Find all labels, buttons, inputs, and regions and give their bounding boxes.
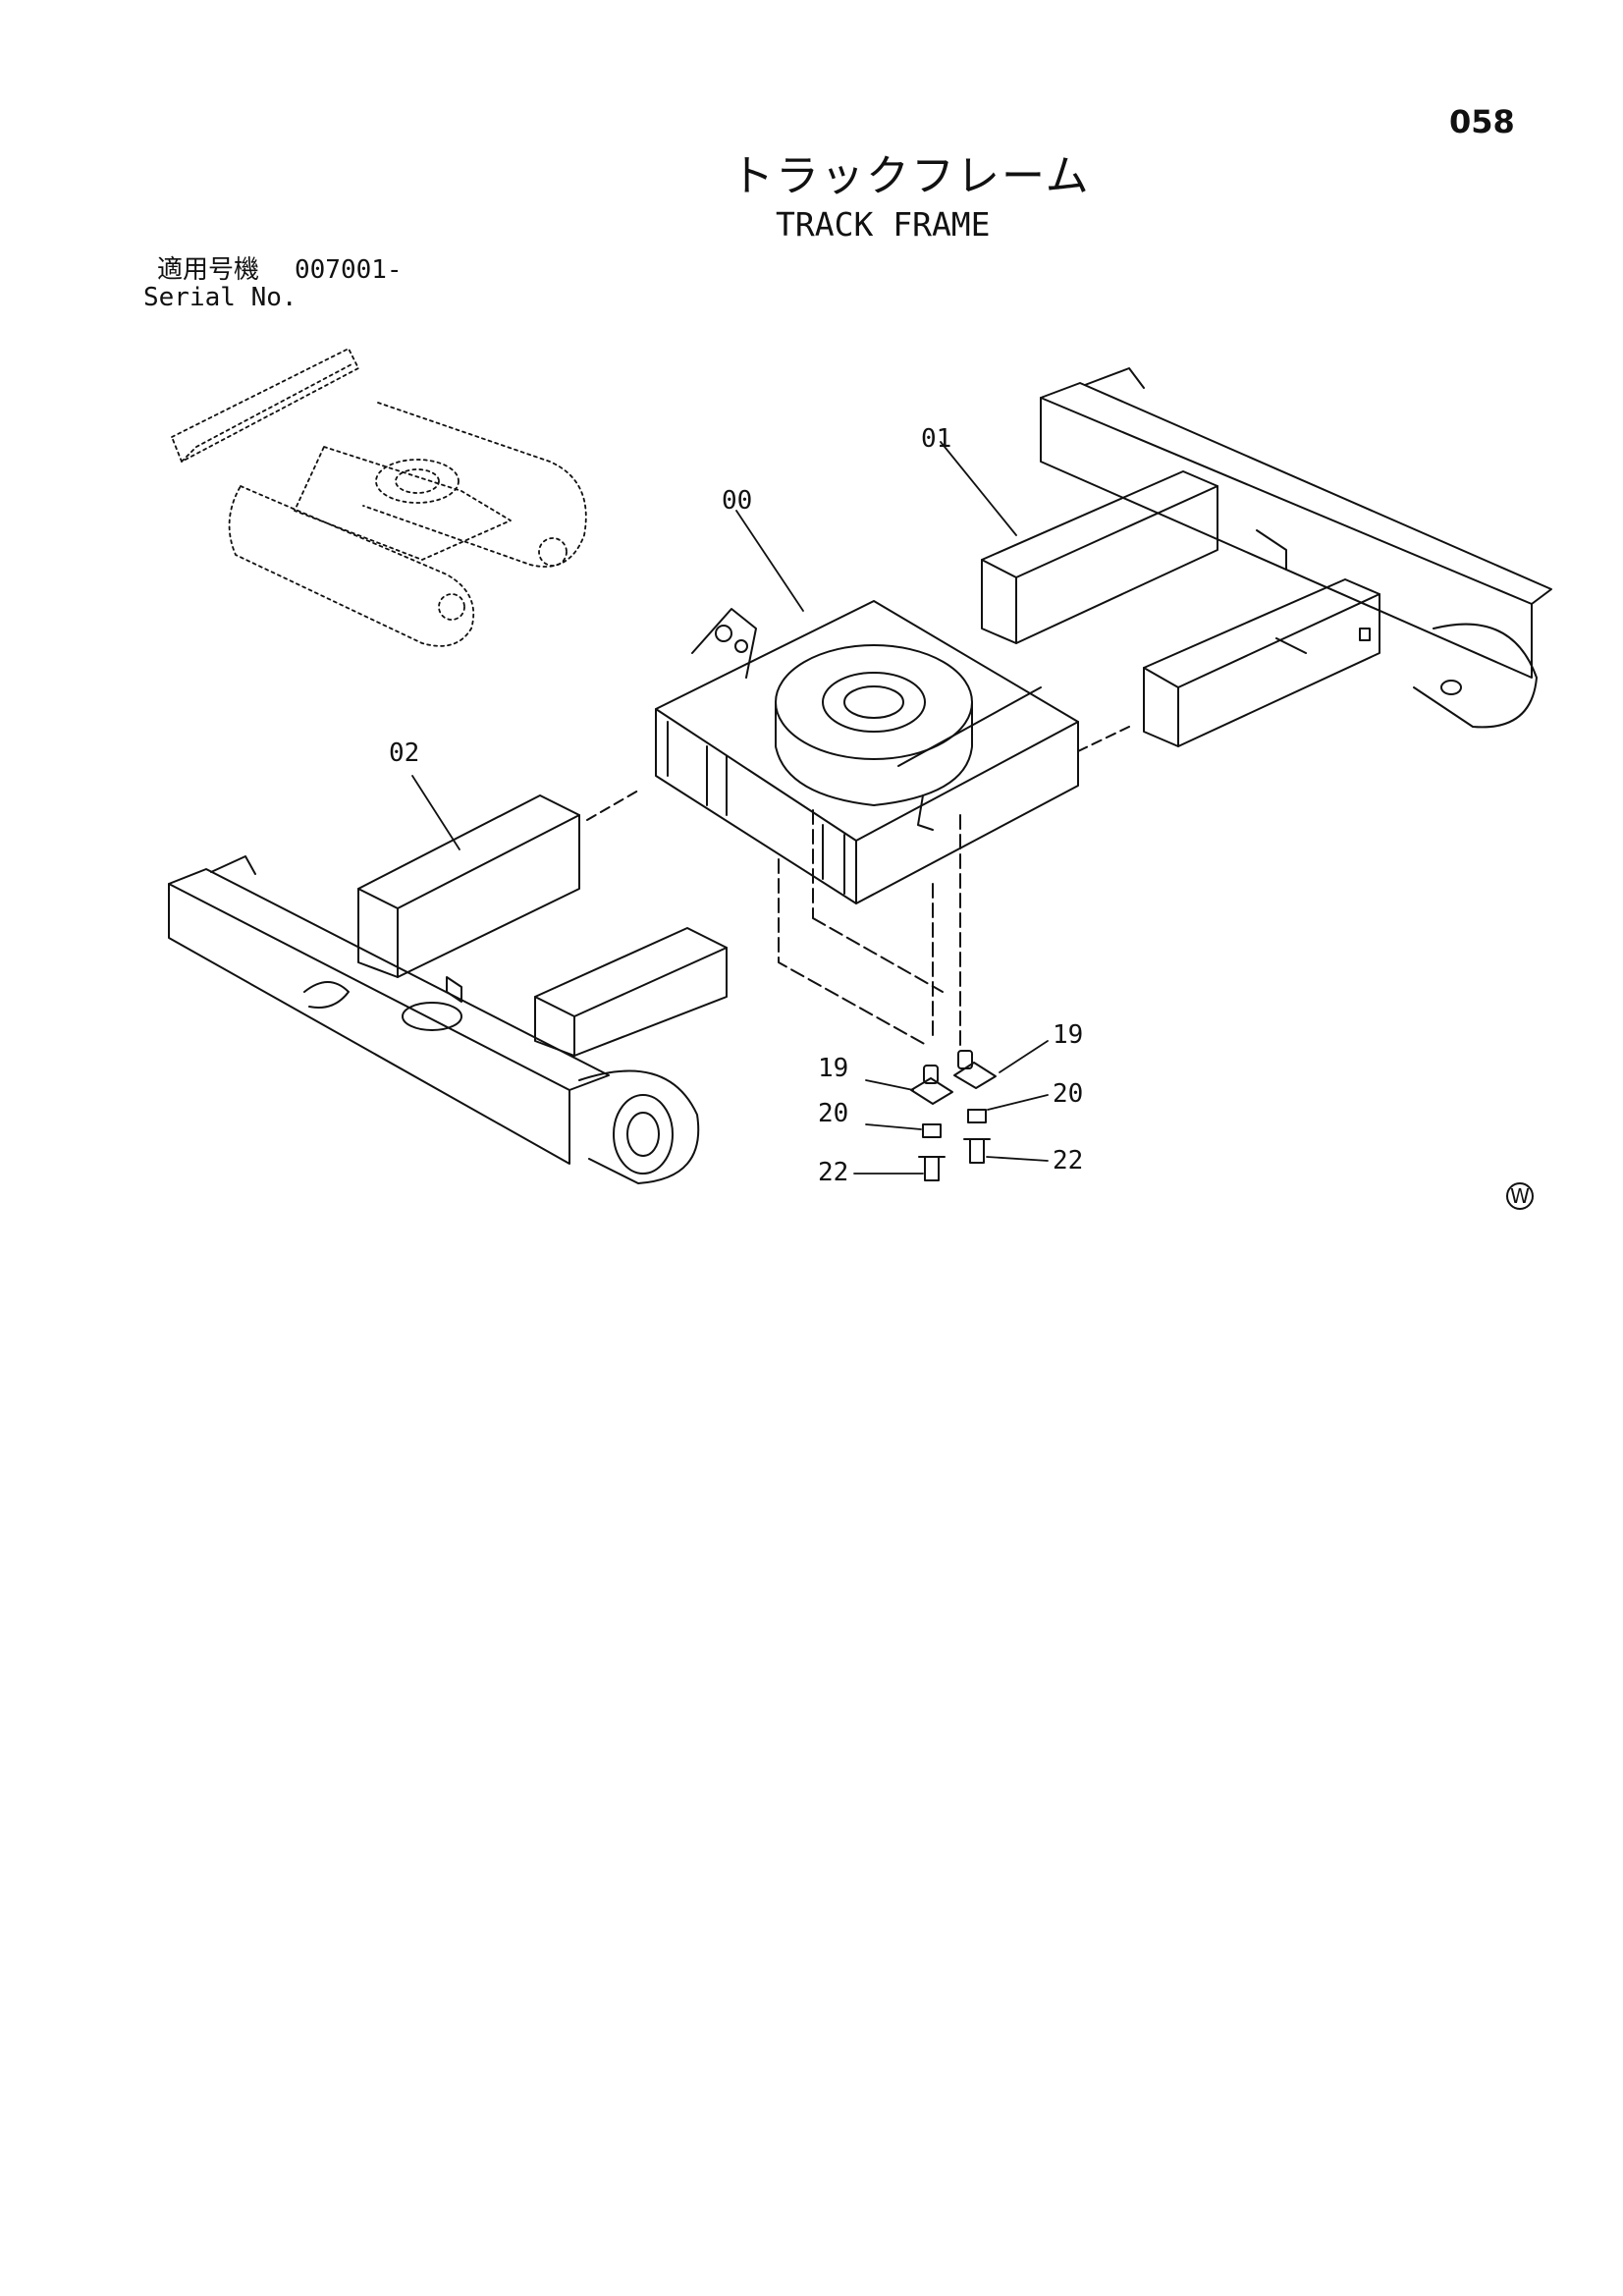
fastener-set-left [910,1065,953,1181]
serial-label-english: Serial No. [143,283,298,312]
page-number: 058 [1449,103,1515,140]
track-frame-rail-part-01 [981,367,1552,747]
svg-text:W: W [1510,1184,1530,1208]
callout-19-right: 19 [1053,1020,1083,1050]
callout-leaders [411,441,1049,1175]
title-japanese: トラックフレーム [730,151,1091,201]
title-english: TRACK FRAME [776,205,991,244]
serial-number-value: 007001- [295,255,403,285]
center-frame-part-00 [586,600,1130,1052]
fastener-set-right [953,1050,997,1164]
callout-22-left: 22 [818,1158,848,1187]
callout-20-right: 20 [1053,1079,1083,1109]
track-frame-rail-part-02 [168,794,728,1184]
callout-00: 00 [722,486,752,516]
serial-label-japanese: 適用号機 [157,255,260,285]
callout-01: 01 [921,424,951,454]
callout-22-right: 22 [1053,1146,1083,1175]
callout-20-left: 20 [818,1099,848,1128]
callout-02: 02 [389,738,419,768]
overview-thumbnail [171,348,587,647]
circled-w-mark: W [1506,1182,1534,1210]
callout-19-left: 19 [818,1054,848,1083]
